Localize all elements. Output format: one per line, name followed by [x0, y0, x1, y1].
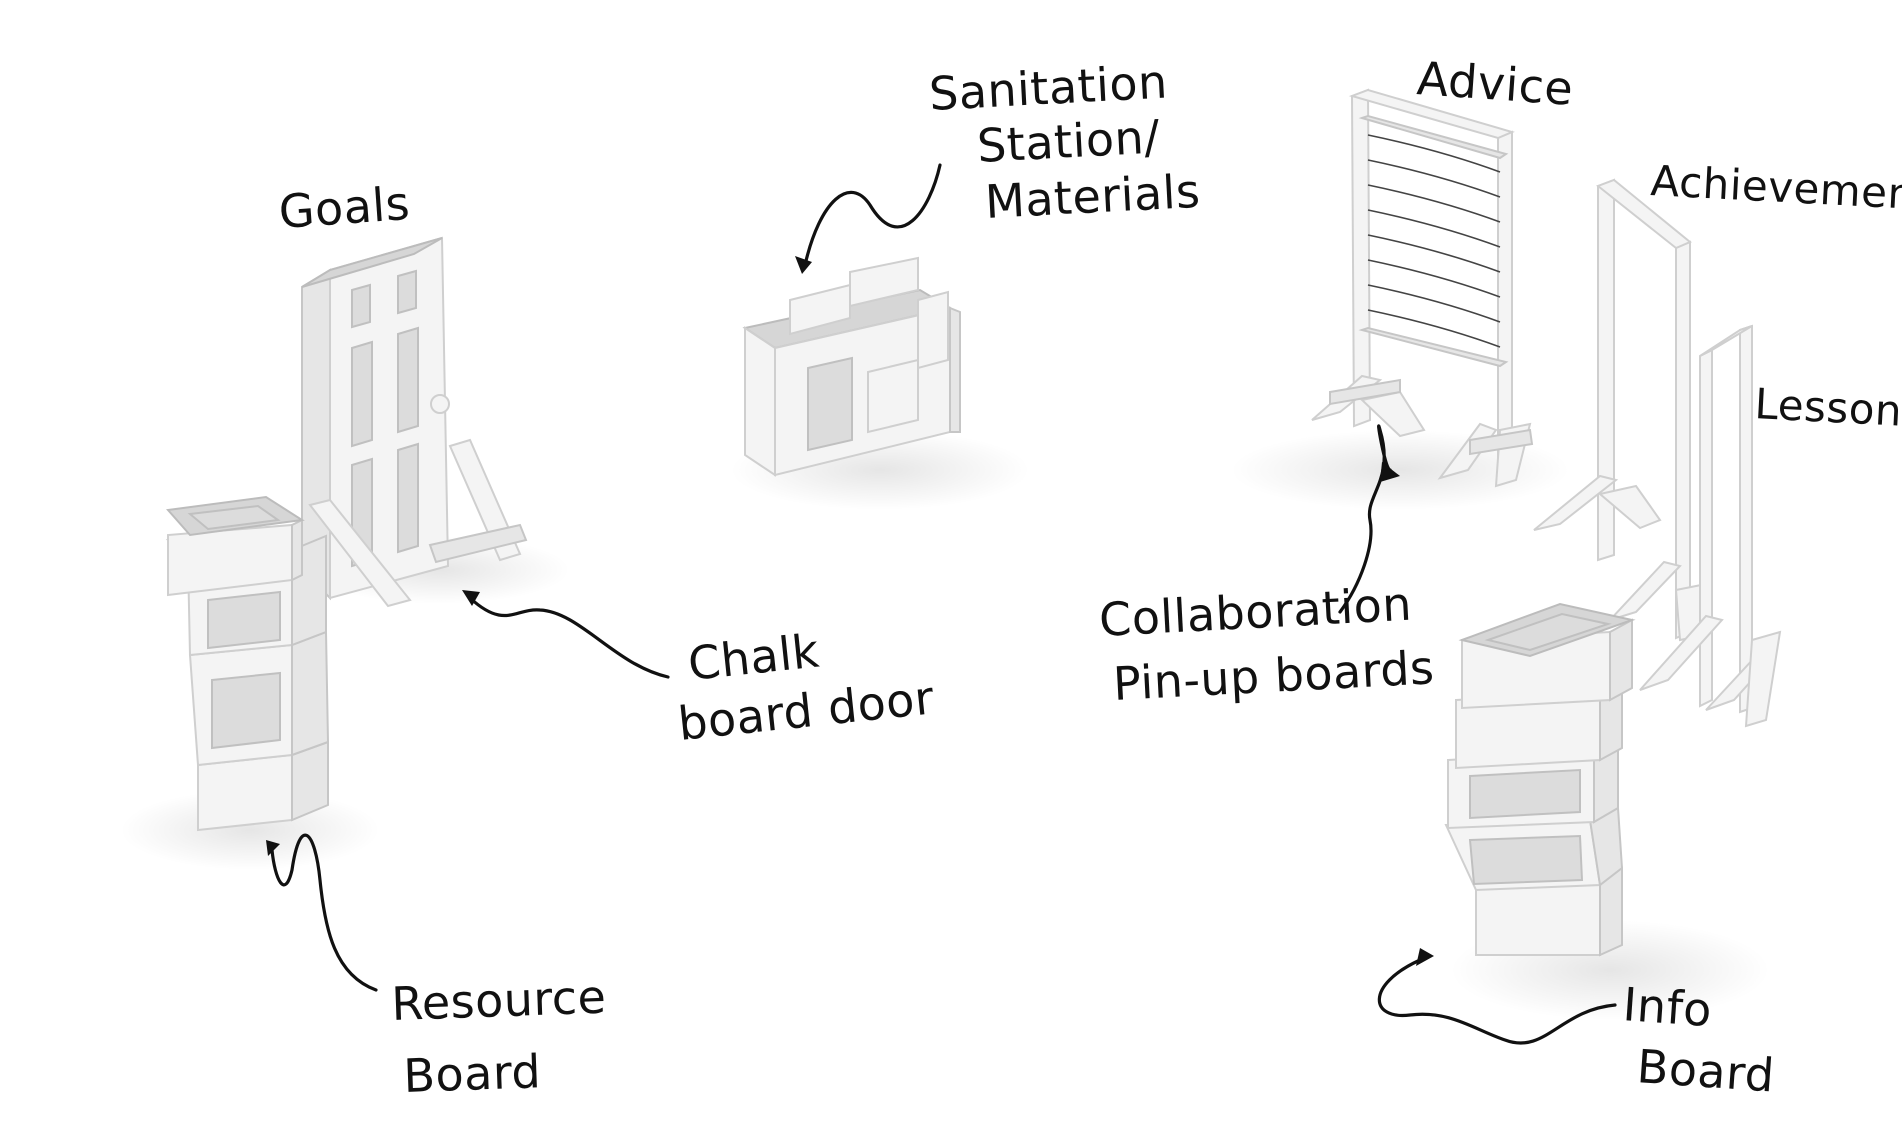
chalkboard-door-object	[301, 236, 528, 608]
label-collab-2: Pin-up boards	[1112, 640, 1436, 711]
resource-board-arrow	[270, 833, 378, 992]
label-resource-2: Board	[402, 1044, 542, 1103]
info-board-arrow	[1377, 958, 1617, 1045]
label-advice: Advice	[1415, 51, 1575, 116]
achievements-frame-object	[1533, 178, 1708, 642]
labels: Goals Sanitation Station/ Materials Advi…	[277, 51, 1902, 1103]
label-lessons: Lessons	[1753, 379, 1902, 437]
chalk-door-arrow	[468, 596, 670, 679]
label-resource-1: Resource	[390, 970, 607, 1031]
label-sanitation-2: Station/	[976, 109, 1162, 173]
label-info-2: Board	[1635, 1039, 1776, 1102]
label-info-1: Info	[1621, 977, 1714, 1037]
label-sanitation-3: Materials	[984, 164, 1202, 229]
label-collab-1: Collaboration	[1098, 577, 1413, 647]
collaboration-arrow	[1338, 424, 1392, 614]
sanitation-station-object	[742, 256, 961, 477]
label-goals: Goals	[277, 176, 412, 239]
resource-board-object	[165, 495, 330, 832]
label-chalk-1: Chalk	[686, 624, 822, 691]
lessons-frame-object	[1639, 324, 1782, 728]
arrows	[266, 163, 1617, 1045]
label-achievements: Achievements	[1649, 156, 1902, 221]
sanitation-arrow	[803, 163, 942, 267]
advice-pinup-frame-object	[1311, 88, 1534, 488]
label-sanitation-1: Sanitation	[928, 55, 1169, 121]
info-board-object	[1444, 602, 1636, 957]
